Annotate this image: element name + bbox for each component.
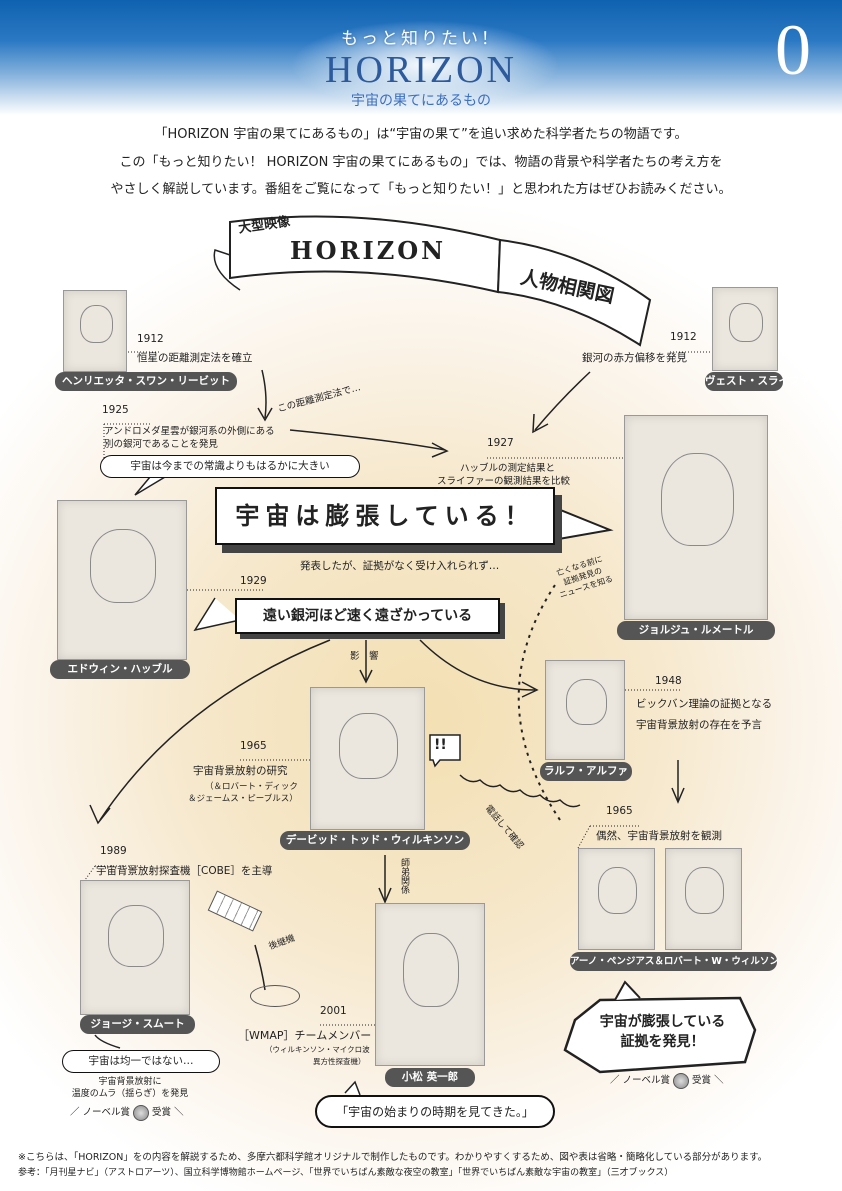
portrait-alpher	[545, 660, 625, 760]
header-subtitle: 宇宙の果てにあるもの	[351, 93, 491, 109]
nobel-label: ノーベル賞	[82, 1107, 131, 1118]
text-wilkinson-co: （＆ロバート・ディック	[205, 782, 298, 792]
text-slipher: 銀河の赤方偏移を発見	[582, 352, 687, 364]
portrait-komatsu	[375, 903, 485, 1066]
text-leavitt: 恒星の距離測定法を確立	[137, 352, 253, 364]
link-influence: 影 響	[350, 651, 379, 662]
banner-title: HORIZON	[290, 236, 447, 265]
name-tag-slipher: ヴェスト・スライファー	[705, 372, 821, 391]
nobel-prize-smoot: ／ ノーベル賞受賞 ＼	[70, 1104, 184, 1121]
intro-line: この「もっと知りたい！ HORIZON 宇宙の果てにあるもの」では、物語の背景や…	[119, 155, 723, 170]
year-wilkinson: 1965	[240, 740, 267, 752]
text-alpher: 宇宙背景放射の存在を予言	[636, 719, 762, 731]
speech-bubble-smoot: 宇宙は均一ではない…	[62, 1050, 220, 1073]
year-lemaitre: 1927	[487, 437, 514, 449]
year-smoot: 1989	[100, 845, 127, 857]
year-hubble-1929: 1929	[240, 575, 267, 587]
text-smoot-discovery: 宇宙背景放射に 温度のムラ（揺らぎ）を発見	[50, 1076, 210, 1100]
footer-references: 参考：「月刊星ナビ」（アストロアーツ）、国立科学博物館ホームページ、「世界でいち…	[18, 1168, 674, 1178]
speech-bubble-komatsu: 「宇宙の始まりの時期を見てきた。」	[315, 1095, 555, 1128]
award-label: 受賞	[692, 1075, 712, 1086]
link-mentor: 師弟関係	[399, 858, 409, 894]
footer-note: ※こちらは、「HORIZON」をの内容を解説するため、多摩六都科学館オリジナルで…	[18, 1152, 768, 1163]
year-alpher: 1948	[655, 675, 682, 687]
portrait-wilkinson	[310, 687, 425, 830]
text-smoot: 宇宙背景放射探査機［COBE］を主導	[96, 865, 273, 877]
nobel-label: ノーベル賞	[622, 1075, 671, 1086]
year-slipher: 1912	[670, 331, 697, 343]
portrait-hubble	[57, 500, 187, 660]
wmap-satellite-icon	[250, 985, 300, 1007]
text-hubble-1925: 別の銀河であることを発見	[104, 439, 218, 450]
intro-line: やさしく解説しています。番組をご覧になって「もっと知りたい！」と思われた方はぜひ…	[110, 182, 732, 197]
statement-line: 宇宙が膨張している	[599, 1014, 726, 1030]
discovery-line: 宇宙背景放射に	[98, 1077, 162, 1087]
name-tag-wilkinson: デービッド・トッド・ウィルキンソン	[280, 831, 470, 850]
portrait-lemaitre	[624, 415, 768, 620]
text-komatsu: ［WMAP］チームメンバー	[238, 1029, 372, 1042]
page-number: 0	[775, 10, 811, 90]
name-tag-leavitt: ヘンリエッタ・スワン・リービット	[55, 372, 237, 391]
year-komatsu: 2001	[320, 1005, 347, 1017]
text-komatsu-sub: （ウィルキンソン・マイクロ波	[265, 1045, 370, 1054]
year-leavitt: 1912	[137, 333, 164, 345]
year-hubble-1925: 1925	[102, 404, 129, 416]
portrait-wilson	[665, 848, 742, 950]
text-hubble-1925: アンドロメダ星雲が銀河系の外側にある	[104, 426, 275, 437]
text-penzias: 偶然、宇宙背景放射を観測	[596, 830, 722, 842]
nobel-prize-penzias: ／ ノーベル賞受賞 ＼	[610, 1072, 724, 1089]
speech-bubble-hubble: 宇宙は今までの常識よりもはるかに大きい	[100, 455, 360, 478]
horizon-logo: HORIZON	[325, 49, 517, 91]
portrait-slipher	[712, 287, 778, 371]
header	[0, 0, 842, 115]
name-tag-alpher: ラルフ・アルファ	[540, 762, 632, 781]
portrait-smoot	[80, 880, 190, 1015]
name-tag-smoot: ジョージ・スムート	[80, 1015, 195, 1034]
medal-icon	[133, 1104, 150, 1121]
intro-line: 「HORIZON 宇宙の果てにあるもの」は“宇宙の果て”を追い求めた科学者たちの…	[154, 127, 688, 142]
text-lemaitre: ハッブルの測定結果と	[460, 463, 556, 474]
text-wilkinson-co: ＆ジェームス・ピーブルス）	[188, 794, 298, 804]
text-lemaitre: スライファーの観測結果を比較	[437, 476, 571, 487]
text-wilkinson: 宇宙背景放射の研究	[193, 765, 288, 777]
name-tag-hubble: エドウィン・ハッブル	[50, 660, 190, 679]
exclaim-icon: !!	[434, 737, 447, 753]
statement-evidence: 宇宙が膨張している 証拠を発見！	[575, 1012, 750, 1052]
portrait-leavitt	[63, 290, 127, 372]
text-alpher: ビックバン理論の証拠となる	[636, 698, 773, 710]
header-kicker: もっと知りたい！	[341, 29, 501, 49]
year-penzias: 1965	[606, 805, 633, 817]
name-tag-lemaitre: ジョルジュ・ルメートル	[617, 621, 775, 640]
discovery-line: 温度のムラ（揺らぎ）を発見	[71, 1089, 189, 1099]
text-lemaitre-note: 発表したが、証拠がなく受け入れられず…	[300, 560, 500, 572]
medal-icon	[673, 1072, 690, 1089]
name-tag-komatsu: 小松 英一郎	[385, 1068, 475, 1087]
statement-hubble-law: 遠い銀河ほど速く遠ざかっている	[235, 598, 500, 634]
statement-line: 証拠を発見！	[620, 1034, 705, 1050]
text-komatsu-sub: 異方性探査機）	[313, 1057, 366, 1066]
name-tag-penzias-wilson: アーノ・ペンジアス＆ロバート・W・ウィルソン	[570, 952, 779, 971]
statement-expanding-universe: 宇宙は膨張している！	[215, 487, 555, 545]
portrait-penzias	[578, 848, 655, 950]
award-label: 受賞	[152, 1107, 172, 1118]
